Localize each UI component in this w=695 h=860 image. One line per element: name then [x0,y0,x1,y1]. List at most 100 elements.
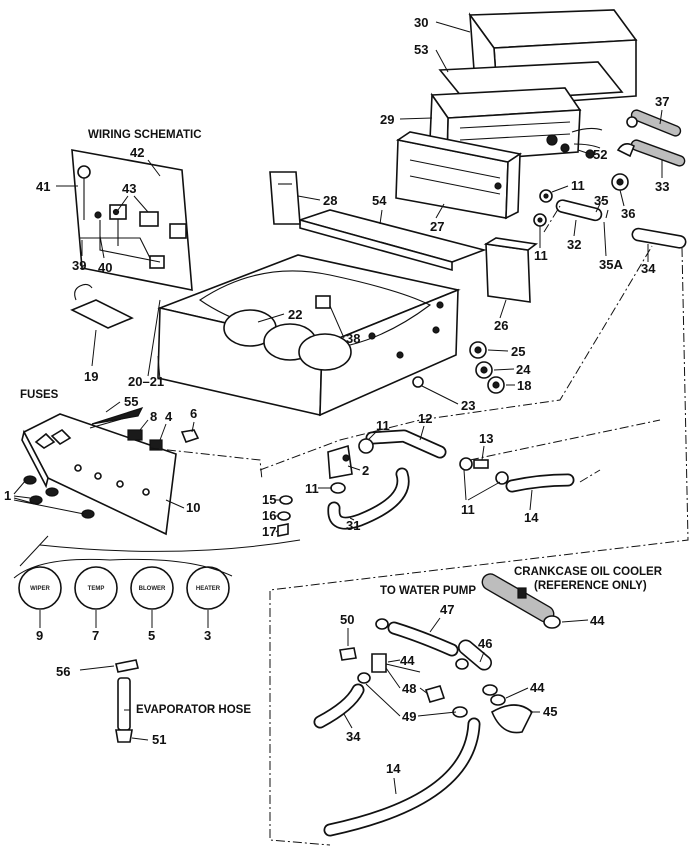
callouts: 30 53 29 37 52 33 42 41 43 39 40 28 54 2… [4,15,669,776]
crankcase-label-line2: (REFERENCE ONLY) [534,580,647,592]
knob-heater: HEATER [186,566,230,610]
callout-8: 8 [150,409,157,424]
callout-37: 37 [655,94,669,109]
callout-26: 26 [494,318,508,333]
callout-56: 56 [56,664,70,679]
leader-lines [13,21,663,795]
callout-55: 55 [124,394,138,409]
callout-4: 4 [165,409,173,424]
connector-36 [611,173,629,191]
fitting-13 [459,457,509,485]
callout-44-a: 44 [590,613,605,628]
callout-53: 53 [414,42,428,57]
callout-19: 19 [84,369,98,384]
callout-40: 40 [98,260,112,275]
fitting-48 [371,653,446,703]
hose-32 [555,199,603,222]
callout-11-a: 11 [571,178,585,193]
callout-33: 33 [655,179,669,194]
knob-temp: TEMP [74,566,118,610]
elbow-45 [490,704,533,734]
bracket-2 [327,444,353,479]
callout-28: 28 [323,193,337,208]
callout-39: 39 [72,258,86,273]
callout-10: 10 [186,500,200,515]
callout-35: 35 [594,193,608,208]
callout-46: 46 [478,636,492,651]
callout-1: 1 [4,488,11,503]
callout-42: 42 [130,145,144,160]
callout-32: 32 [567,237,581,252]
hose-14-lower [323,717,481,837]
knob-blower-label: BLOWER [139,586,166,592]
callout-51: 51 [152,732,166,747]
callout-34-a: 34 [641,261,656,276]
callout-2: 2 [362,463,369,478]
callout-22: 22 [288,307,302,322]
callout-6: 6 [190,406,197,421]
top-plate-54 [297,209,487,272]
section-labels: WIRING SCHEMATIC FUSES TO WATER PUMP CRA… [20,129,663,716]
hose-46 [455,639,492,671]
callout-49: 49 [402,709,416,724]
wires-55 [91,406,144,425]
callout-11-e: 11 [461,502,475,517]
wiring-schematic-panel [71,149,193,291]
callout-16: 16 [262,508,276,523]
control-panel [21,413,177,536]
callout-18: 18 [517,378,531,393]
callout-43: 43 [122,181,136,196]
callout-5: 5 [148,628,155,643]
expansion-fittings [571,127,603,159]
line-fitting-37 [626,109,682,137]
switches [89,415,200,451]
routing-lines [19,195,689,846]
callout-30: 30 [414,15,428,30]
crankcase-label-line1: CRANKCASE OIL COOLER [514,566,663,578]
callout-27: 27 [430,219,444,234]
line-fitting-33 [616,139,686,167]
end-plate-26 [483,237,539,303]
callout-38: 38 [346,331,360,346]
callout-41: 41 [36,179,50,194]
callout-14-a: 14 [524,510,539,525]
callout-54: 54 [372,193,387,208]
knob-wiper: WIPER [18,566,62,610]
callout-48: 48 [402,681,416,696]
hose-12 [358,429,447,459]
fitting-50 [339,647,357,661]
callout-17: 17 [262,524,276,539]
callout-31: 31 [346,518,360,533]
callout-50: 50 [340,612,354,627]
callout-11-b: 11 [534,248,548,263]
hose-34-lower [313,683,365,729]
callout-34-b: 34 [346,729,361,744]
callout-7: 7 [92,628,99,643]
callout-25: 25 [511,344,525,359]
callout-36: 36 [621,206,635,221]
callout-52: 52 [593,147,607,162]
callout-12: 12 [418,411,432,426]
callout-11-d: 11 [305,481,319,496]
callout-11-c: 11 [376,418,390,433]
callout-20-21: 20–21 [128,374,164,389]
hose-34-upper [631,227,687,249]
hose-47 [375,618,459,657]
callout-9: 9 [36,628,43,643]
callout-15: 15 [262,492,276,507]
clamps-44-49 [357,672,506,718]
callout-24: 24 [516,362,531,377]
oil-cooler [481,573,561,629]
evaporator-hose-label: EVAPORATOR HOSE [136,704,251,716]
hose-31 [327,467,410,530]
callout-23: 23 [461,398,475,413]
callout-44-b: 44 [400,653,415,668]
filter-19 [70,283,134,329]
cap-56 [115,659,139,673]
heater-housing [157,254,461,417]
hose-14-upper [505,473,575,493]
to-water-pump-label: TO WATER PUMP [380,585,476,597]
evaporator-hose [115,677,133,743]
fuses-label: FUSES [20,389,59,401]
